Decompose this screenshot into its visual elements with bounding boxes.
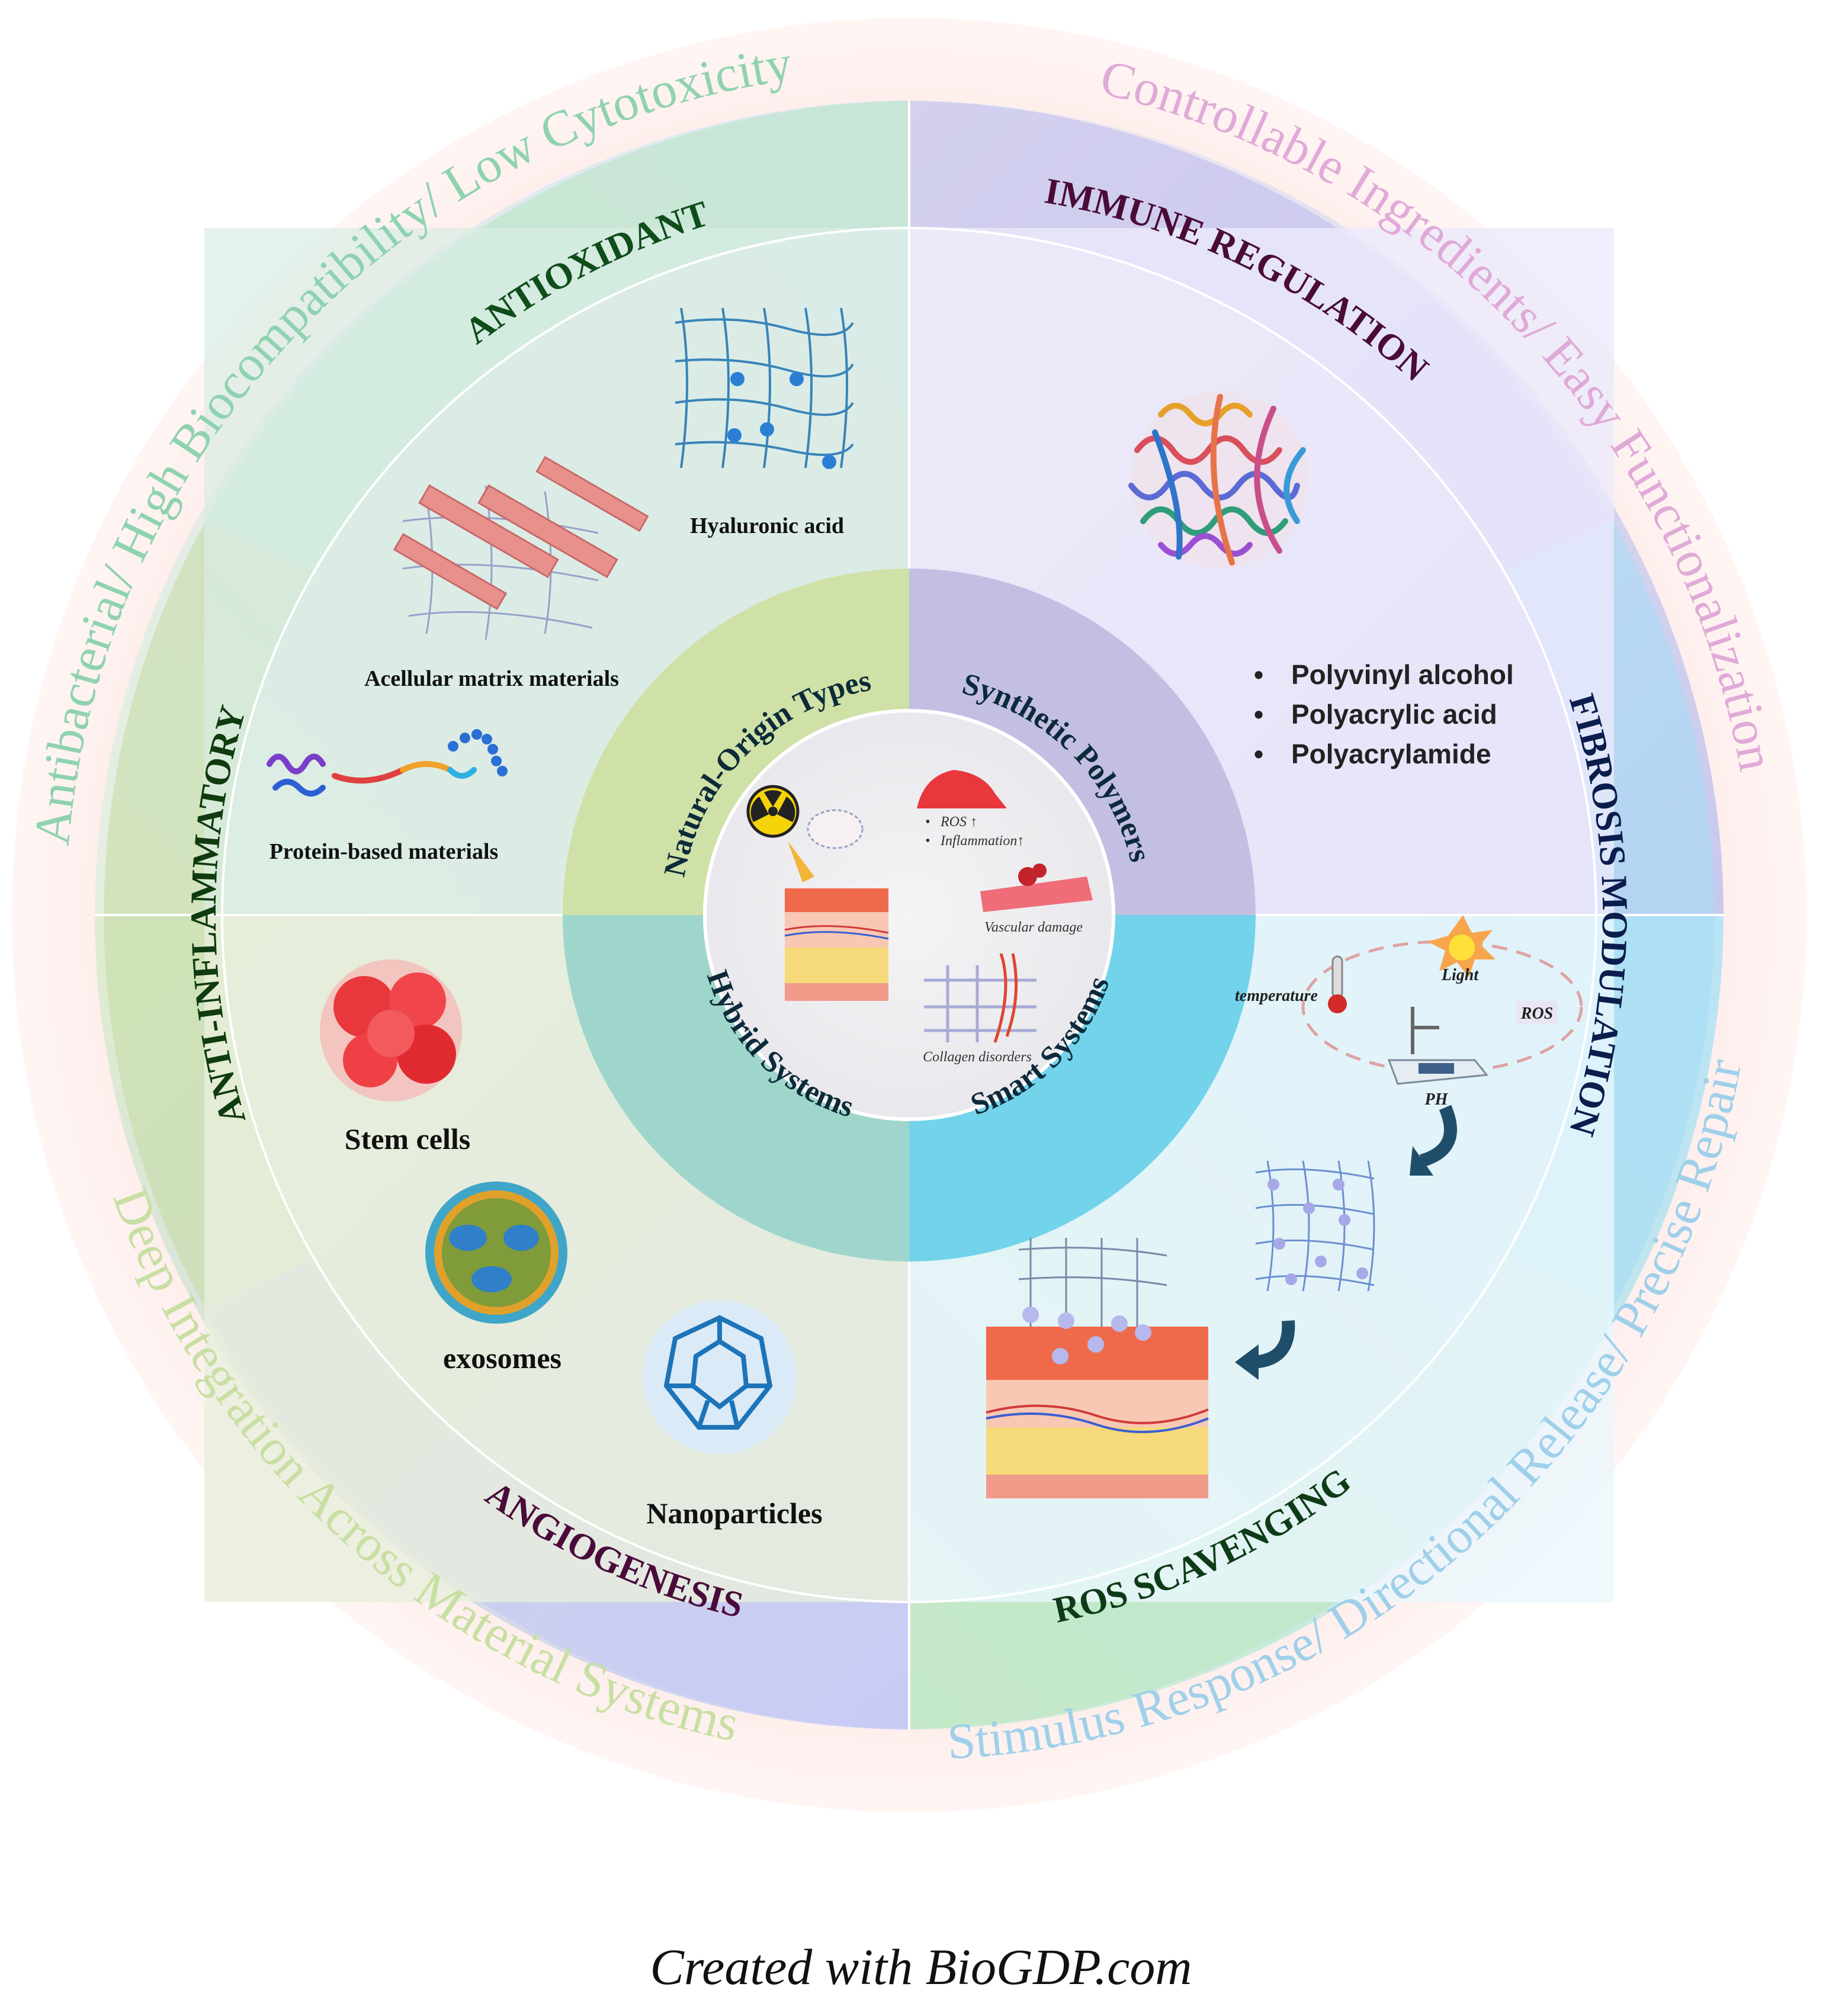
credit-text: Created with BioGDP.com	[650, 1938, 1192, 1995]
bullet-dot: •	[925, 814, 930, 830]
text-nanoparticles: Nanoparticles	[646, 1497, 822, 1530]
hyaluronic-nodes	[727, 372, 836, 469]
bullet-dot: •	[1254, 739, 1263, 769]
vessel-icon	[980, 863, 1093, 912]
text-inflammation-up: Inflammation↑	[940, 833, 1024, 849]
ros-tag-bg	[1516, 1001, 1558, 1025]
text-exosomes: exosomes	[443, 1341, 561, 1375]
arrow-head-1	[1410, 1146, 1433, 1176]
exosome-icon	[425, 1182, 567, 1324]
stem-cells-icon	[320, 959, 462, 1102]
smart-mesh-nodes	[1267, 1179, 1368, 1285]
lightning-icon	[788, 841, 814, 882]
skin-tissue-small	[784, 888, 889, 1001]
thermometer-icon	[1328, 955, 1347, 1013]
stimulus-cycle	[1301, 940, 1583, 1074]
skin-tissue-large	[986, 1238, 1209, 1498]
text-light: Light	[1441, 966, 1479, 984]
sun-light-icon	[1427, 915, 1496, 977]
nanoparticle-icon	[643, 1300, 797, 1454]
magnifier-bubble	[807, 809, 864, 849]
text-ph: PH	[1424, 1090, 1449, 1109]
synthetic-item-paa: Polyacrylic acid	[1291, 699, 1497, 730]
protein-tail-beads	[448, 729, 508, 776]
text-collagen-disorders: Collagen disorders	[923, 1049, 1032, 1065]
synthetic-item-pam: Polyacrylamide	[1291, 739, 1491, 769]
center-bullets: • • ROS ↑ Inflammation↑	[925, 814, 1024, 849]
inflamed-cell-icon	[917, 770, 1007, 808]
smart-hydrogel-mesh	[1255, 1160, 1375, 1292]
synthetic-list: • • • Polyvinyl alcohol Polyacrylic acid…	[1254, 659, 1514, 769]
acellular-matrix-icon	[393, 455, 649, 640]
text-ros-up: ROS ↑	[940, 814, 977, 830]
text-vascular-damage: Vascular damage	[984, 920, 1083, 935]
text-protein-based: Protein-based materials	[269, 839, 499, 864]
collagen-icon	[924, 953, 1036, 1043]
text-stem-cells: Stem cells	[345, 1122, 470, 1155]
text-temperature: temperature	[1235, 987, 1318, 1005]
hyaluronic-acid-mesh	[675, 307, 854, 468]
bullet-dot: •	[925, 833, 930, 849]
arrow-head-2	[1235, 1344, 1259, 1380]
bullet-dot: •	[1254, 659, 1263, 690]
arrow-down-1	[1419, 1105, 1457, 1167]
text-ros: ROS	[1520, 1004, 1553, 1023]
polymer-ball-icon	[1128, 391, 1309, 569]
radiation-icon	[746, 785, 800, 838]
protein-structure-icon	[267, 753, 477, 797]
text-hyaluronic-acid: Hyaluronic acid	[690, 513, 844, 538]
ph-meter-icon	[1387, 1007, 1488, 1085]
bullet-dot: •	[1254, 699, 1263, 730]
synthetic-item-pva: Polyvinyl alcohol	[1291, 659, 1514, 690]
text-acellular-matrix: Acellular matrix materials	[364, 666, 619, 691]
